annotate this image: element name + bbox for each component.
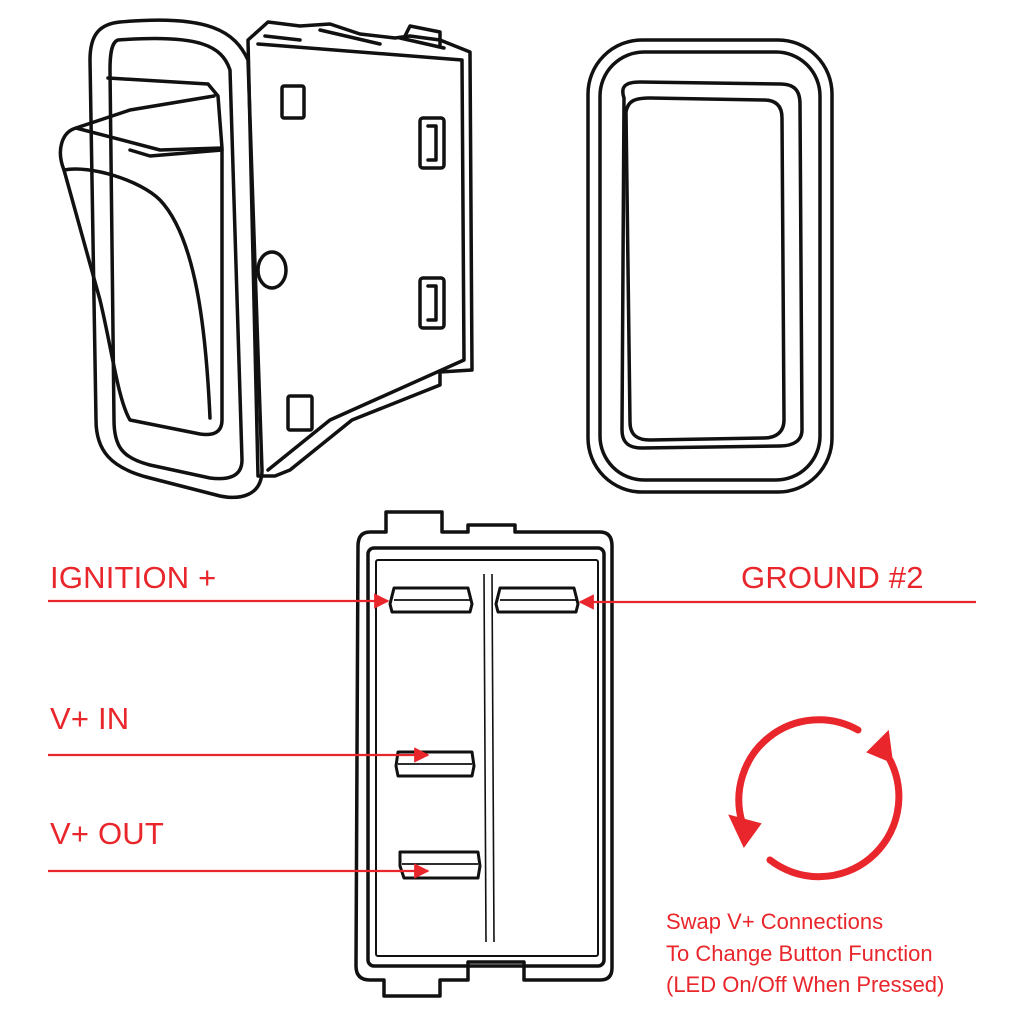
swap-circular-arrows-icon	[728, 716, 903, 881]
ground-label: GROUND #2	[741, 560, 924, 595]
callout-arrows	[48, 593, 976, 879]
switch-perspective-view	[58, 18, 474, 500]
v-in-label: V+ IN	[50, 701, 130, 736]
ignition-label: IGNITION +	[50, 560, 217, 595]
note-line-1: Swap V+ Connections	[666, 909, 884, 934]
note-line-3: (LED On/Off When Pressed)	[666, 972, 945, 997]
swap-instruction-note: Swap V+ Connections To Change Button Fun…	[666, 906, 944, 1001]
note-line-2: To Change Button Function	[666, 940, 933, 966]
v-out-label: V+ OUT	[50, 816, 165, 851]
switch-rear-view	[354, 510, 614, 998]
switch-front-view	[586, 38, 834, 494]
